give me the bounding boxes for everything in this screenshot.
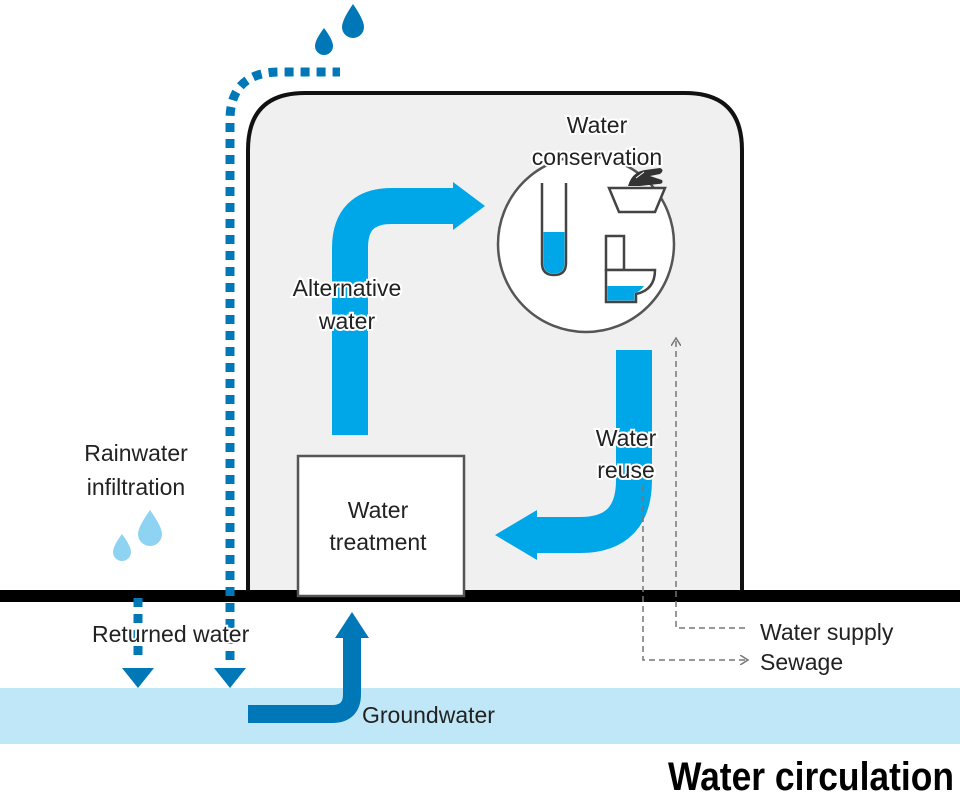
water-conservation-label-line1: Water (567, 112, 628, 138)
raindrop-icon (138, 510, 162, 546)
sewage-line (642, 486, 748, 660)
water-reuse-label-line1: Water (596, 425, 657, 451)
water-treatment-label-line2: treatment (329, 529, 427, 555)
water-supply-label: Water supply (760, 619, 894, 645)
alternative-water-label-line2: water (318, 308, 376, 334)
returned-water-label: Returned water (92, 621, 250, 647)
diagram-title: Water circulation (668, 755, 954, 799)
rainwater-label-line1: Rainwater (84, 440, 188, 466)
groundwater-band (0, 688, 960, 744)
returned-water-down-arrow (122, 668, 154, 688)
test-tube-icon (540, 183, 568, 277)
raindrop-icon (342, 4, 364, 38)
sewage-label: Sewage (760, 649, 843, 675)
water-reuse-arrow (495, 350, 652, 560)
water-reuse-label-line2: reuse (597, 457, 655, 483)
water-treatment-label-line1: Water (348, 497, 409, 523)
water-treatment-box (296, 454, 466, 598)
toilet-icon (604, 234, 657, 304)
raindrop-icon (113, 534, 131, 561)
water-supply-line (676, 338, 745, 629)
groundwater-label: Groundwater (362, 702, 495, 728)
groundwater-arrow (248, 612, 369, 723)
water-conservation-label-line2: conservation (532, 144, 662, 170)
raindrop-icon (315, 28, 333, 55)
ground-line (0, 590, 960, 602)
rainwater-dotted-path (225, 67, 340, 660)
rainwater-label-line2: infiltration (87, 474, 185, 500)
hand-washing-icon (607, 168, 667, 214)
rainwater-down-arrow (214, 668, 246, 688)
alternative-water-label-line1: Alternative (293, 275, 402, 301)
alternative-water-arrow (332, 182, 485, 435)
